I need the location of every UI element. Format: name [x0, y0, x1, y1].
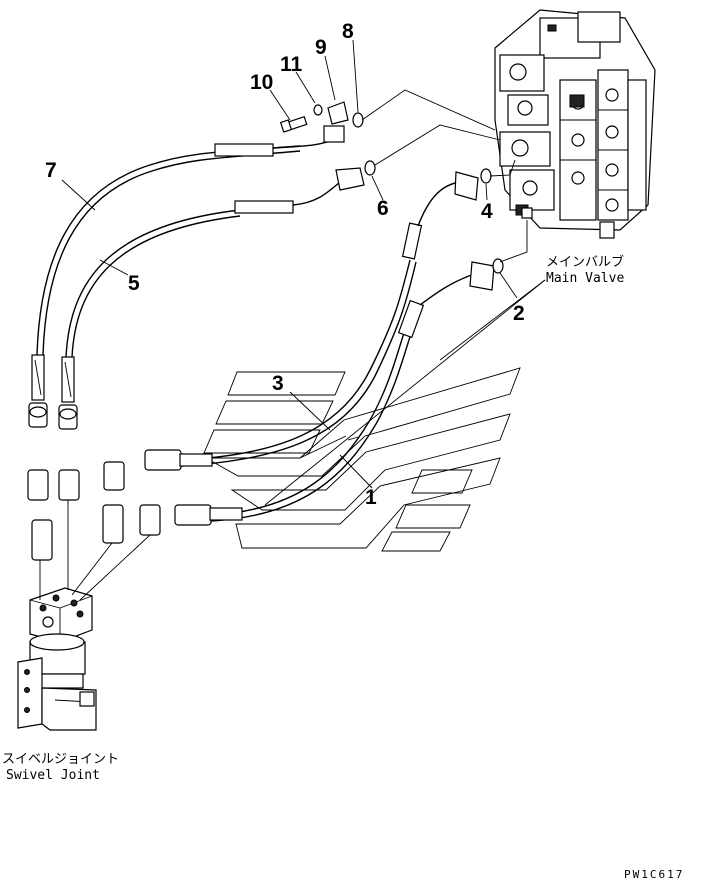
main-valve-label-jp: メインバルブ — [546, 254, 624, 270]
callout-1: 1 — [365, 486, 377, 509]
hose-fittings — [27, 354, 212, 601]
leader-lines — [61, 39, 546, 506]
callout-7: 7 — [45, 159, 57, 182]
hose-7 — [36, 125, 345, 356]
callout-2: 2 — [513, 302, 525, 325]
hose-5 — [65, 167, 365, 358]
callout-6: 6 — [377, 197, 389, 220]
hose-3 — [179, 171, 479, 467]
drawing-code: PW1C617 — [624, 868, 684, 881]
callout-3: 3 — [272, 372, 284, 395]
main-valve — [494, 9, 656, 239]
callout-5: 5 — [128, 272, 140, 295]
small-parts — [279, 101, 504, 274]
callout-11: 11 — [280, 53, 303, 76]
swivel-joint-label-en: Swivel Joint — [6, 768, 100, 783]
main-valve-label-en: Main Valve — [546, 271, 624, 286]
callout-10: 10 — [250, 71, 273, 94]
watermark-logo — [203, 367, 521, 552]
callout-numbers: 1 2 3 4 5 6 7 8 9 10 11 — [45, 20, 525, 509]
callout-9: 9 — [315, 36, 327, 59]
swivel-joint — [17, 587, 97, 731]
callout-8: 8 — [342, 20, 354, 43]
hose-1 — [209, 261, 495, 522]
swivel-joint-label-jp: スイベルジョイント — [2, 752, 119, 767]
callout-4: 4 — [481, 200, 493, 223]
